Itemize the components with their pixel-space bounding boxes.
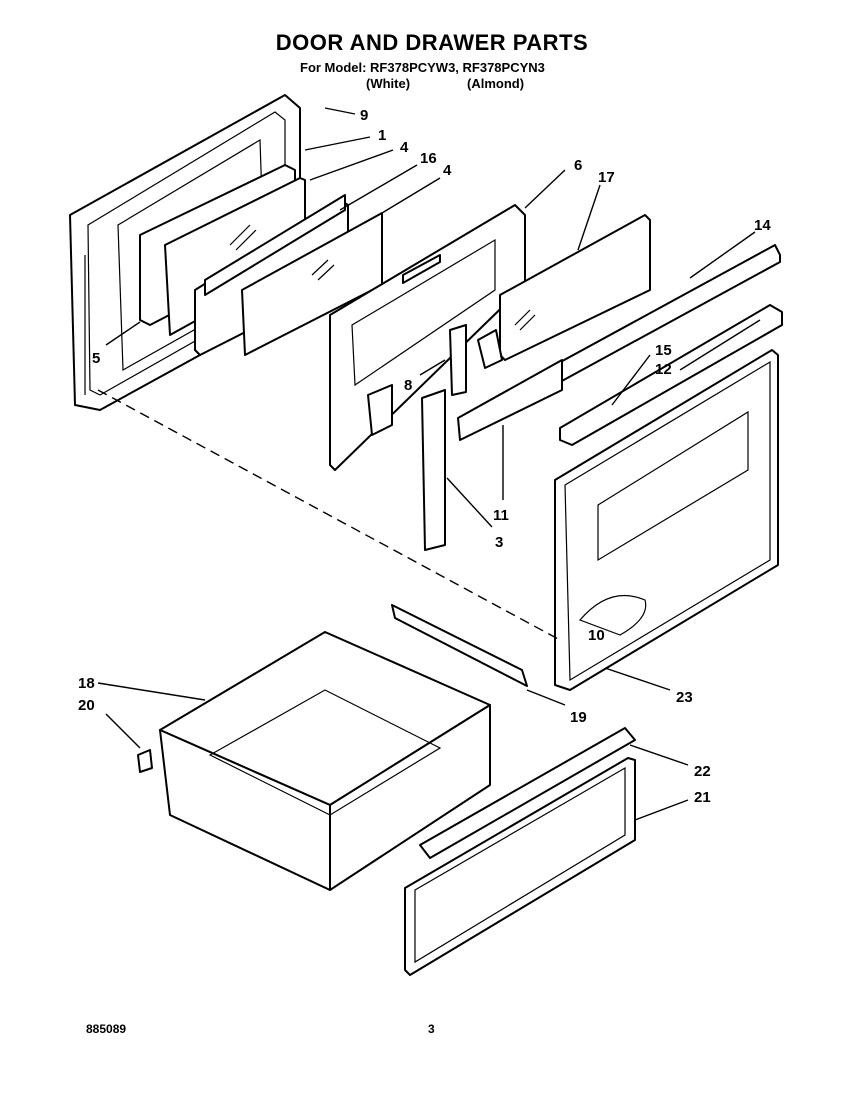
callout-21: 21 [694, 789, 711, 806]
insulation-strip-3 [421, 389, 446, 551]
callout-17: 17 [598, 169, 615, 186]
callout-18: 18 [78, 675, 95, 692]
callout-4-a: 4 [400, 139, 409, 156]
drawer-trim-22 [419, 727, 636, 859]
callout-15: 15 [655, 342, 672, 359]
callout-3: 3 [495, 534, 503, 551]
model-line: For Model: RF378PCYW3, RF378PCYN3 [300, 60, 545, 75]
callout-4-b: 4 [443, 162, 452, 179]
drawer-runner-19 [391, 604, 528, 687]
door-handle-12 [559, 304, 783, 446]
callout-5: 5 [92, 350, 100, 367]
callout-10: 10 [588, 627, 605, 644]
drawer-body [159, 631, 491, 891]
callout-1: 1 [378, 127, 386, 144]
callout-22: 22 [694, 763, 711, 780]
callout-14: 14 [754, 217, 771, 234]
callout-6: 6 [574, 157, 582, 174]
drawer-front-21 [404, 757, 636, 976]
leader-lines [97, 107, 761, 821]
outer-door-panel [554, 349, 779, 691]
document-number: 885089 [86, 1022, 127, 1036]
drawer-glide-20 [137, 749, 153, 773]
callout-16: 16 [420, 150, 437, 167]
callout-labels: 9 1 4 16 4 6 17 14 5 15 12 8 11 3 10 23 … [78, 107, 771, 806]
callout-20: 20 [78, 697, 95, 714]
variant-almond-label: (Almond) [467, 76, 525, 91]
variant-white-label: (White) [366, 76, 411, 91]
callout-8: 8 [404, 377, 412, 394]
callout-9: 9 [360, 107, 368, 124]
callout-12: 12 [655, 361, 672, 378]
page-title: DOOR AND DRAWER PARTS [275, 30, 589, 55]
callout-11: 11 [493, 507, 509, 524]
door-brackets [367, 324, 563, 441]
callout-19: 19 [570, 709, 587, 726]
page-number: 3 [428, 1022, 435, 1036]
callout-23: 23 [676, 689, 693, 706]
